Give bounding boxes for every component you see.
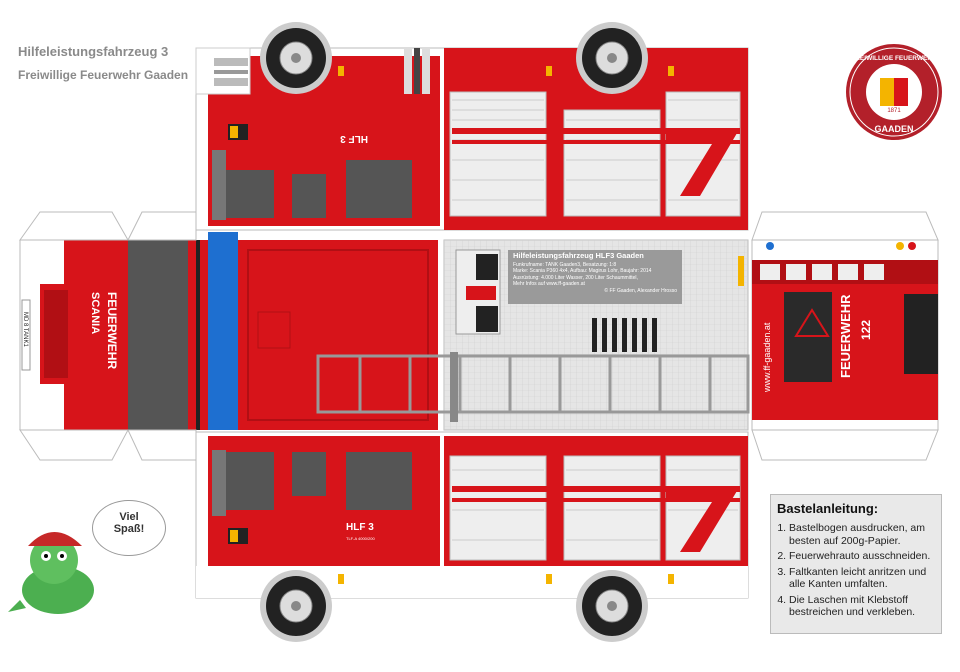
instruction-step: Faltkanten leicht anritzen und alle Kant… bbox=[789, 566, 935, 591]
door-label-upper: HLF 3 bbox=[340, 133, 368, 144]
front-plate: MD 8 TANK1 bbox=[22, 312, 28, 347]
info-line-2: Marke: Scania P360 4x4, Aufbau: Magirus … bbox=[513, 268, 652, 274]
instructions-heading: Bastelanleitung: bbox=[777, 501, 879, 516]
rear-website: www.ff-gaaden.at bbox=[762, 322, 772, 393]
instructions-list: Bastelbogen ausdrucken, am besten auf 20… bbox=[777, 522, 935, 619]
front-brand: SCANIA bbox=[89, 292, 101, 334]
lower-side-panel: HLF 3 TLF-A 4000/200 bbox=[195, 431, 749, 642]
bubble-line-1: Viel bbox=[119, 511, 139, 523]
info-line-3: Ausrüstung: 4.000 Liter Wasser, 200 Lite… bbox=[513, 274, 638, 281]
info-credit: © FF Gaaden, Alexander Hrosso bbox=[604, 287, 677, 294]
info-heading: Hilfeleistungsfahrzeug HLF3 Gaaden bbox=[513, 251, 644, 260]
info-line-1: Funkrufname: TANK Gaaden3, Besatzung: 1:… bbox=[513, 261, 617, 268]
door-label-lower: HLF 3 bbox=[346, 522, 374, 533]
upper-side-panel: HLF 3 bbox=[195, 22, 749, 231]
rear-number: 122 bbox=[859, 320, 873, 340]
dragon-mascot bbox=[8, 532, 94, 614]
vehicle-info-box: Hilfeleistungsfahrzeug HLF3 Gaaden Funkr… bbox=[508, 250, 682, 304]
door-sublabel-lower: TLF-A 4000/200 bbox=[346, 536, 375, 541]
instruction-step: Bastelbogen ausdrucken, am besten auf 20… bbox=[789, 522, 935, 547]
rear-feuerwehr-text: FEUERWEHR bbox=[838, 294, 853, 378]
logo-year: 1871 bbox=[887, 108, 901, 114]
fire-brigade-logo bbox=[846, 44, 942, 140]
glue-tabs bbox=[19, 211, 939, 461]
instruction-step: Feuerwehrauto ausschneiden. bbox=[789, 550, 935, 563]
speech-bubble: Viel Spaß! bbox=[92, 500, 166, 556]
front-feuerwehr-text: FEUERWEHR bbox=[105, 292, 119, 369]
bubble-line-2: Spaß! bbox=[113, 523, 145, 535]
logo-ring-text: FREIWILLIGE FEUERWEHR bbox=[851, 55, 937, 62]
info-line-4: Mehr Infos auf www.ff-gaaden.at bbox=[513, 281, 585, 287]
instruction-step: Die Laschen mit Klebstoff bestreichen un… bbox=[789, 594, 935, 619]
page-title: Hilfeleistungsfahrzeug 3 bbox=[18, 44, 169, 59]
instructions-panel: Bastelanleitung: Bastelbogen ausdrucken,… bbox=[770, 494, 942, 634]
middle-strip: FEUERWEHR 122 www.ff-gaaden.at SCANIA FE… bbox=[19, 232, 939, 431]
page-subtitle: Freiwillige Feuerwehr Gaaden bbox=[18, 68, 189, 82]
logo-place: GAADEN bbox=[874, 124, 913, 134]
